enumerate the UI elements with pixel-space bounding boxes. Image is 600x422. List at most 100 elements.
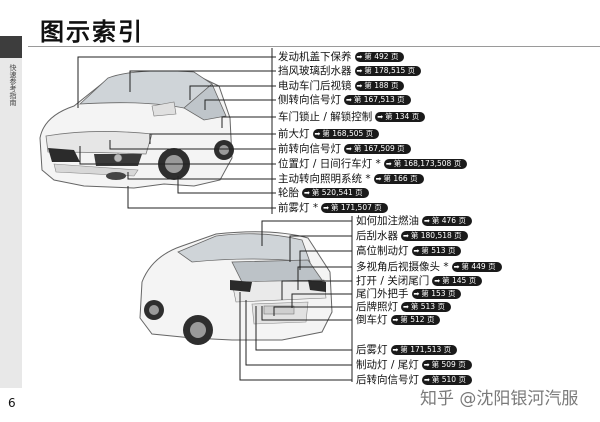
page-ref-prefix: 第 (393, 159, 402, 168)
page-ref-number: 513 (431, 246, 446, 255)
page-ref-suffix: 页 (437, 302, 445, 311)
label-text: 打开 / 关闭尾门 (356, 275, 430, 287)
page-ref-suffix: 页 (443, 345, 452, 354)
page-ref-badge[interactable]: ➡第 166 页 (373, 174, 424, 184)
label-front-fog-light: 前雾灯 * ➡第 171,507 页 (278, 201, 388, 215)
page-ref-prefix: 第 (353, 95, 362, 104)
page-ref-prefix: 第 (400, 315, 408, 324)
label-text: 制动灯 / 尾灯 (356, 359, 419, 371)
label-active-cornering-light: 主动转向照明系统 * ➡第 166 页 (278, 172, 424, 186)
watermark: 知乎 @沈阳银河汽服 (420, 389, 579, 409)
page-ref-suffix: 页 (397, 95, 405, 104)
page-ref-badge[interactable]: ➡第 168,505 页 (312, 129, 380, 139)
page-ref-prefix: 第 (421, 289, 429, 298)
page-ref-badge[interactable]: ➡第 178,515 页 (354, 66, 422, 76)
label-text: 后刮水器 (356, 230, 398, 242)
page-ref-suffix: 页 (407, 66, 416, 75)
arrow-right-icon: ➡ (424, 376, 430, 384)
rear-car-illustration (139, 231, 333, 345)
arrow-right-icon: ➡ (413, 247, 420, 255)
page-ref-badge[interactable]: ➡第 513 页 (401, 302, 451, 312)
arrow-right-icon: ➡ (356, 67, 363, 75)
arrow-right-icon: ➡ (323, 204, 329, 212)
page-ref-number: 171,513 (410, 345, 442, 354)
page-ref-prefix: 第 (410, 302, 419, 311)
page-ref-number: 171,507 (340, 203, 372, 212)
arrow-right-icon: ➡ (385, 160, 392, 168)
page-ref-number: 512 (410, 315, 425, 324)
page-ref-badge[interactable]: ➡第 512 页 (390, 315, 441, 325)
page-ref-badge[interactable]: ➡第 492 页 (354, 52, 405, 62)
label-text: 尾门外把手 (356, 288, 409, 300)
page-ref-badge[interactable]: ➡第 167,509 页 (344, 144, 411, 154)
label-tire: 轮胎 ➡第 520,541 页 (278, 186, 369, 200)
label-text: 车门锁止 / 解锁控制 (278, 111, 373, 123)
page-ref-prefix: 第 (322, 129, 330, 138)
page-ref-number: 153 (431, 289, 446, 298)
label-position-drl: 位置灯 / 日间行车灯 * ➡第 168,173,508 页 (278, 157, 468, 171)
arrow-right-icon: ➡ (346, 145, 352, 153)
page-ref-badge[interactable]: ➡第 520,541 页 (302, 188, 369, 198)
page-ref-badge[interactable]: ➡第 188 页 (354, 81, 405, 91)
arrow-right-icon: ➡ (356, 53, 363, 61)
page-ref-suffix: 页 (426, 315, 435, 324)
arrow-right-icon: ➡ (392, 346, 399, 354)
page-ref-badge[interactable]: ➡第 449 页 (451, 262, 502, 272)
label-door-lock-control: 车门锁止 / 解锁控制 ➡第 134 页 (278, 110, 426, 124)
page-ref-suffix: 页 (454, 231, 462, 240)
page-ref-badge[interactable]: ➡第 510 页 (422, 375, 472, 385)
label-reverse-light: 倒车灯 ➡第 512 页 (356, 313, 441, 327)
arrow-right-icon: ➡ (413, 290, 420, 298)
page-ref-badge[interactable]: ➡第 171,507 页 (321, 203, 388, 213)
page-ref-number: 510 (441, 375, 457, 384)
page-ref-badge[interactable]: ➡第 167,513 页 (344, 95, 411, 105)
page-ref-prefix: 第 (410, 231, 419, 240)
page-ref-badge[interactable]: ➡第 509 页 (421, 360, 472, 370)
page-ref-prefix: 第 (431, 216, 440, 225)
label-multiview-camera: 多视角后视摄像头 * ➡第 449 页 (356, 260, 502, 274)
page-ref-suffix: 页 (355, 188, 363, 197)
label-front-turn-signal: 前转向信号灯 ➡第 167,509 页 (278, 142, 411, 156)
label-open-close-tailgate: 打开 / 关闭尾门 ➡第 145 页 (356, 274, 483, 288)
page-ref-prefix: 第 (383, 174, 391, 183)
side-tab-strip (0, 58, 22, 388)
label-text: 如何加注燃油 (356, 215, 419, 227)
side-tab-label: 快速参考指南 (9, 64, 17, 106)
page-ref-number: 188 (374, 81, 389, 90)
arrow-right-icon: ➡ (392, 316, 399, 324)
label-high-brake-light: 高位制动灯 ➡第 513 页 (356, 244, 462, 258)
page-ref-suffix: 页 (410, 174, 418, 183)
page-ref-prefix: 第 (364, 81, 372, 90)
label-hood-maintenance: 发动机盖下保养 ➡第 492 页 (278, 50, 405, 64)
page-ref-badge[interactable]: ➡第 145 页 (432, 276, 483, 286)
page-ref-prefix: 第 (385, 112, 393, 121)
page-ref-suffix: 页 (458, 375, 466, 384)
label-refueling: 如何加注燃油 ➡第 476 页 (356, 214, 472, 228)
label-text: 挡风玻璃刮水器 (278, 65, 352, 77)
page-ref-badge[interactable]: ➡第 168,173,508 页 (383, 159, 468, 169)
label-text: 前转向信号灯 (278, 143, 341, 155)
label-text: 侧转向信号灯 (278, 94, 341, 106)
label-license-plate-light: 后牌照灯 ➡第 513 页 (356, 300, 451, 314)
page-ref-number: 134 (394, 112, 410, 121)
page-ref-badge[interactable]: ➡第 171,513 页 (390, 345, 458, 355)
page-ref-badge[interactable]: ➡第 153 页 (411, 289, 462, 299)
page-ref-prefix: 第 (330, 203, 339, 212)
page-ref-number: 513 (420, 302, 436, 311)
page-ref-number: 168,505 (332, 129, 364, 138)
arrow-right-icon: ➡ (403, 232, 409, 240)
label-text: 后牌照灯 (356, 301, 398, 313)
page-ref-prefix: 第 (431, 375, 440, 384)
page-ref-badge[interactable]: ➡第 134 页 (375, 112, 426, 122)
arrow-right-icon: ➡ (314, 130, 321, 138)
label-rear-fog-light: 后雾灯 ➡第 171,513 页 (356, 343, 458, 357)
label-headlight: 前大灯 ➡第 168,505 页 (278, 127, 380, 141)
label-text: 高位制动灯 (356, 245, 409, 257)
label-text: 后雾灯 (356, 344, 388, 356)
page-ref-badge[interactable]: ➡第 513 页 (411, 246, 462, 256)
page-ref-badge[interactable]: ➡第 476 页 (422, 216, 472, 226)
page-ref-suffix: 页 (397, 144, 405, 153)
page-ref-badge[interactable]: ➡第 180,518 页 (401, 231, 468, 241)
label-text: 前雾灯 * (278, 202, 319, 214)
label-text: 多视角后视摄像头 * (356, 261, 449, 273)
